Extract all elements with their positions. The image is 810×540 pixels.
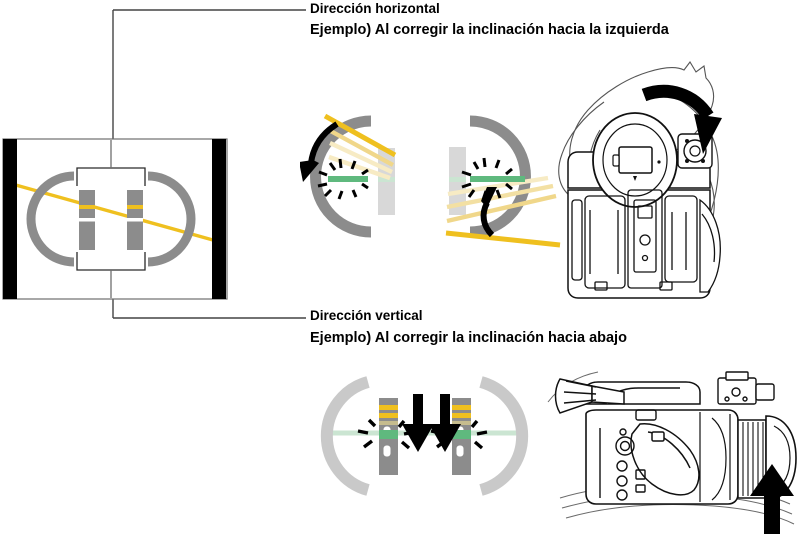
- level-indicator-2: [470, 176, 525, 182]
- camcorder-rear-side-flap: [699, 198, 721, 293]
- callout-title-horizontal: Dirección horizontal: [310, 1, 440, 16]
- gauge-bar-left-marker-white: [79, 218, 95, 222]
- bar-right-marker-yellow-2: [452, 413, 471, 418]
- bar-left-indicator-green: [379, 430, 398, 439]
- tilt-line-2: [445, 230, 561, 248]
- bar-right-marker-yellow-1: [452, 405, 471, 410]
- gauge-example-tilt-right: [445, 115, 561, 248]
- camcorder-side-controls: [599, 409, 657, 501]
- arc-tick-left: [54, 215, 66, 219]
- bar-left-tick-lower: [382, 444, 392, 458]
- monitor-side-bar-left: [3, 139, 17, 299]
- camcorder-side-view: [547, 371, 797, 534]
- gauge-arc-right-v: [479, 376, 529, 496]
- motion-arrow-2: [480, 187, 497, 238]
- camcorder-lens-barrel: [737, 415, 797, 501]
- gauge-bar-right-marker-yellow: [127, 205, 143, 209]
- level-gauge-monitor-preview: [2, 138, 228, 300]
- camcorder-viewfinder: [592, 112, 678, 208]
- callout-example-horizontal: Ejemplo) Al corregir la inclinación haci…: [310, 22, 669, 38]
- gauge-bar-left: [79, 190, 95, 250]
- tilt-trail-2a: [447, 175, 549, 197]
- tilt-trail-1a: [329, 141, 393, 174]
- gauge-arc-left: [26, 171, 75, 267]
- motion-arrow-down-1: [402, 394, 434, 452]
- reference-bar-1-indicator: [378, 177, 395, 182]
- reference-bar-2-indicator: [449, 177, 466, 182]
- gauge-bar-right-marker-white: [127, 218, 143, 222]
- arc-tick-right: [156, 215, 168, 219]
- camcorder-rear-view: [558, 61, 722, 299]
- viewfinder-screen: [618, 146, 653, 174]
- callout-title-vertical: Dirección vertical: [310, 308, 423, 323]
- bar-right-marker-olive: [452, 421, 471, 425]
- bar-left-marker-yellow-2: [379, 413, 398, 418]
- camcorder-microphone-hood: [554, 378, 625, 414]
- gauge-example-tilt-down: [320, 376, 529, 496]
- gauge-arc-left-v: [320, 376, 370, 496]
- motion-arrow-up: [750, 464, 794, 534]
- monitor-side-bar-right: [212, 139, 226, 299]
- gauge-example-tilt-left: [300, 113, 397, 238]
- bar-left-marker-yellow-1: [379, 405, 398, 410]
- tilt-line-1: [323, 113, 397, 158]
- gauge-bar-left-marker-yellow: [79, 205, 95, 209]
- camcorder-side-seams: [699, 412, 731, 502]
- camcorder-grip-belt: [630, 423, 700, 496]
- flash-burst-1: [317, 158, 369, 200]
- callout-example-vertical: Ejemplo) Al corregir la inclinación haci…: [310, 330, 627, 346]
- bar-right-tick-lower: [455, 444, 465, 458]
- camcorder-rear-panel: [571, 189, 698, 291]
- gauge-arc-right: [147, 171, 196, 267]
- gauge-bar-right-v: [452, 398, 471, 475]
- level-indicator-1: [328, 176, 368, 182]
- gauge-bar-right: [127, 190, 143, 250]
- bar-right-indicator-green: [452, 430, 471, 439]
- motion-arrow-1: [300, 121, 339, 182]
- tilt-trail-2c: [446, 193, 557, 224]
- tilt-trail-1c: [325, 127, 395, 167]
- camcorder-accessory-shoe: [717, 371, 775, 405]
- motion-arrow-rotate: [641, 84, 722, 154]
- bar-left-marker-olive: [379, 421, 398, 425]
- gauge-bar-left-v: [379, 398, 398, 475]
- motion-arrow-down-2: [429, 394, 461, 452]
- gauge-arc-2: [469, 115, 531, 238]
